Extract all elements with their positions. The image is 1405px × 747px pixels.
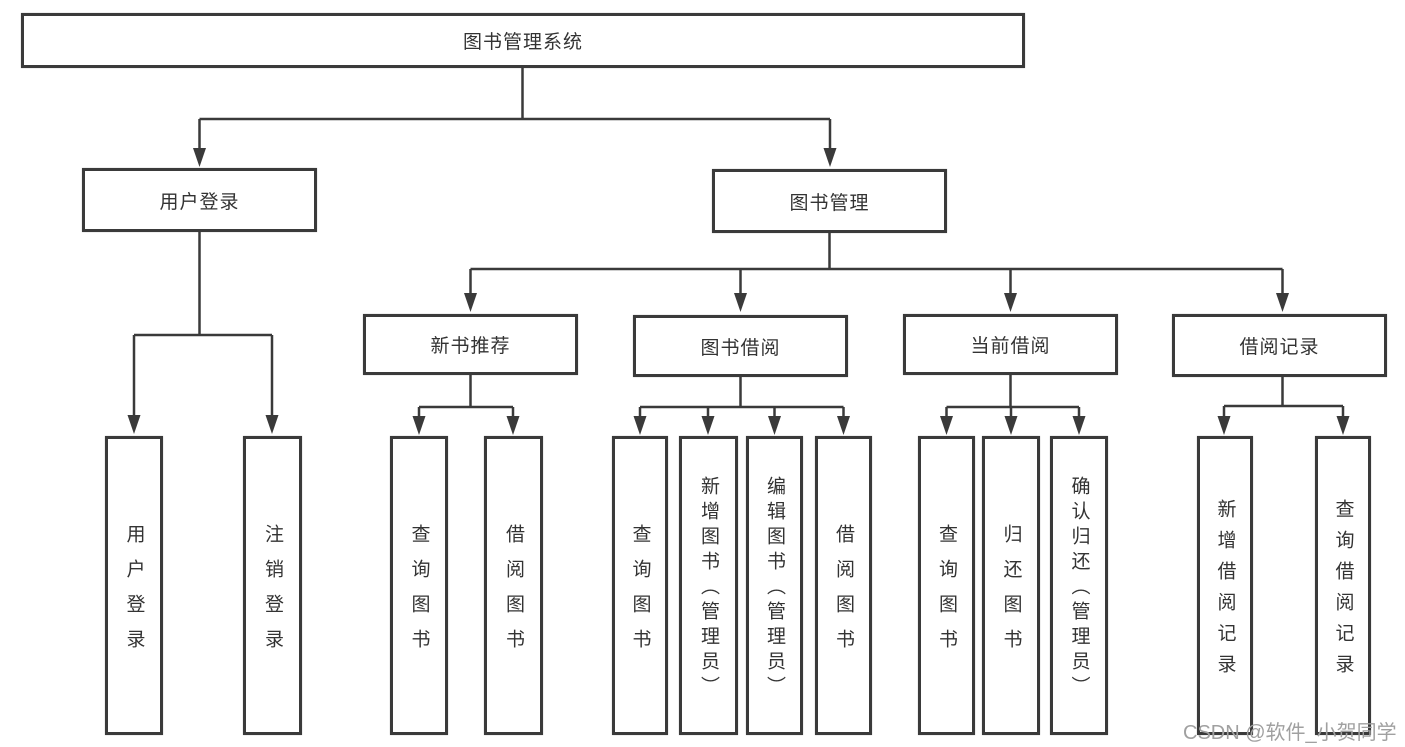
node-current-borrowing: 当前借阅 <box>903 314 1118 375</box>
leaf-label: 编辑图书（管理员） <box>764 476 785 701</box>
leaf-return-books: 归还图书 <box>982 436 1040 735</box>
node-book-borrowing: 图书借阅 <box>633 315 848 377</box>
node-user-login: 用户登录 <box>82 168 317 232</box>
node-label: 用户登录 <box>159 191 240 213</box>
leaf-query-books-recommend: 查询图书 <box>390 436 448 735</box>
leaf-label: 查询图书 <box>408 523 430 664</box>
leaf-label: 借阅图书 <box>833 523 854 664</box>
leaf-confirm-return-admin: 确认归还（管理员） <box>1050 436 1108 735</box>
node-label: 借阅记录 <box>1239 337 1320 358</box>
node-label: 当前借阅 <box>970 336 1051 357</box>
leaf-label: 借阅图书 <box>503 523 524 664</box>
leaf-add-books-admin: 新增图书（管理员） <box>679 436 738 735</box>
leaf-label: 用户登录 <box>123 523 145 664</box>
leaf-label: 新增借阅记录 <box>1214 498 1236 685</box>
node-borrowing-records: 借阅记录 <box>1172 314 1387 377</box>
connector-user-login <box>127 232 279 434</box>
connector-book-borrowing <box>633 377 850 435</box>
connector-current-borrowing <box>940 375 1086 435</box>
leaf-query-borrow-record: 查询借阅记录 <box>1315 436 1371 735</box>
leaf-query-books-borrow: 查询图书 <box>612 436 668 735</box>
connector-root <box>193 68 837 167</box>
leaf-query-books-current: 查询图书 <box>918 436 975 735</box>
leaf-label: 新增图书（管理员） <box>698 476 719 701</box>
leaf-label: 查询借阅记录 <box>1332 498 1354 685</box>
node-book-management: 图书管理 <box>712 169 947 233</box>
leaf-borrow-books: 借阅图书 <box>815 436 872 735</box>
leaf-add-borrow-record: 新增借阅记录 <box>1197 436 1253 735</box>
leaf-label: 确认归还（管理员） <box>1068 476 1090 701</box>
leaf-edit-books-admin: 编辑图书（管理员） <box>746 436 803 735</box>
csdn-watermark: CSDN @软件_小贺同学 <box>1183 722 1397 744</box>
node-label: 图书管理 <box>789 192 870 214</box>
leaf-label: 查询图书 <box>629 523 651 664</box>
connector-new-book-recommendation <box>412 375 520 435</box>
leaf-label: 查询图书 <box>936 523 957 664</box>
node-label: 新书推荐 <box>430 336 511 357</box>
leaf-label: 注销登录 <box>262 523 283 664</box>
leaf-borrow-books-recommend: 借阅图书 <box>484 436 543 735</box>
connector-book-management <box>464 233 1289 312</box>
connector-borrowing-records <box>1217 377 1350 435</box>
node-label: 图书借阅 <box>700 337 781 359</box>
leaf-user-login: 用户登录 <box>105 436 163 735</box>
node-label: 图书管理系统 <box>462 32 583 53</box>
node-new-book-recommendation: 新书推荐 <box>363 314 578 375</box>
node-library-management-system: 图书管理系统 <box>21 13 1025 68</box>
leaf-label: 归还图书 <box>1000 523 1022 664</box>
leaf-logout: 注销登录 <box>243 436 302 735</box>
